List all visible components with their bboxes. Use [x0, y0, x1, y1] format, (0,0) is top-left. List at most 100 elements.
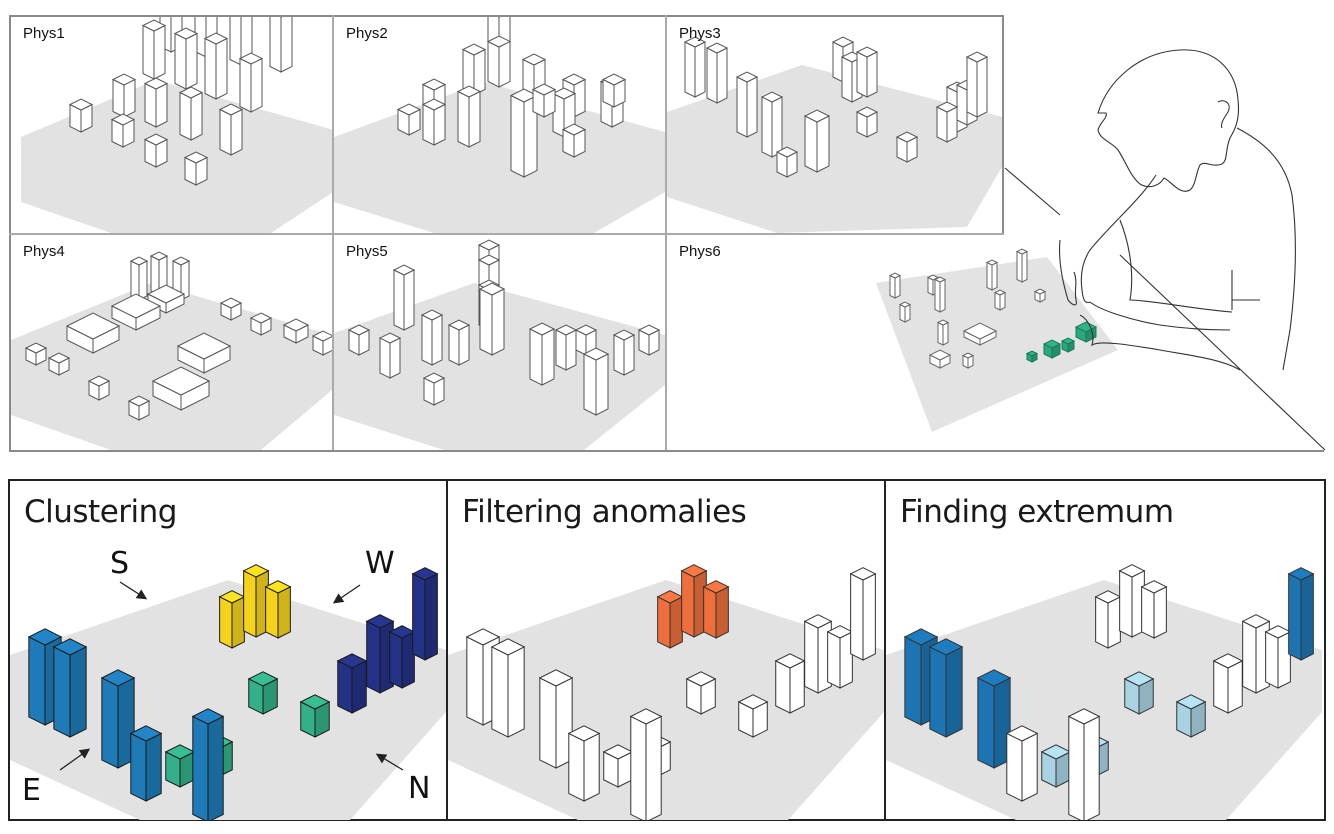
- person-ear: [1217, 100, 1230, 129]
- grid-border-top: [9, 15, 1004, 17]
- person-arm: [1119, 219, 1233, 313]
- model-bar: [178, 86, 204, 141]
- panel-extremum: Finding extremum: [886, 480, 1324, 820]
- model-bar: [111, 73, 137, 118]
- model-bar: [110, 293, 162, 331]
- yellow-bar: [264, 580, 292, 639]
- model-bar: [760, 91, 784, 158]
- model-bar: [203, 32, 229, 100]
- phys6-block: [1033, 288, 1047, 303]
- model-bar: [151, 366, 211, 411]
- person-outline: [1004, 49, 1326, 451]
- yellow-bar: [1140, 580, 1168, 639]
- green-bar: [1123, 671, 1155, 715]
- model-bar: [935, 101, 959, 143]
- navy-bar: [1264, 625, 1292, 689]
- navy-bar: [388, 625, 416, 689]
- blue-bar: [129, 725, 163, 802]
- green-bar: [164, 744, 196, 788]
- direction-label-n: N: [408, 771, 430, 806]
- yellow-bar: [702, 580, 730, 639]
- green-bar: [299, 694, 331, 738]
- model-bar: [855, 106, 879, 138]
- phys4-scene: [11, 251, 332, 450]
- model-bar: [176, 332, 232, 374]
- phys6-green-block: [1074, 321, 1098, 343]
- model-bar: [24, 342, 48, 366]
- model-bar: [127, 395, 151, 421]
- green-bar: [685, 671, 717, 715]
- blue-bar: [538, 669, 574, 769]
- green-bar: [247, 671, 279, 715]
- model-bar: [683, 36, 707, 98]
- person-forearm: [1089, 301, 1231, 331]
- model-bar: [456, 85, 482, 148]
- person-sleeve: [1231, 270, 1260, 310]
- person-back: [1236, 127, 1296, 371]
- blue-bar: [100, 669, 136, 769]
- model-bar: [422, 372, 446, 406]
- model-bar: [637, 324, 661, 356]
- task-panels: [8, 479, 1326, 821]
- model-bar: [561, 123, 587, 158]
- model-bar: [421, 98, 447, 146]
- navy-bar: [826, 625, 854, 689]
- yellow-bar: [680, 564, 708, 638]
- panel-phys2: Phys2: [334, 17, 665, 233]
- table-edge: [1004, 167, 1326, 451]
- arrow-e: [59, 748, 91, 771]
- panel-label: Phys3: [679, 25, 721, 42]
- panel-label: Phys4: [23, 243, 65, 260]
- model-bar: [311, 330, 332, 356]
- model-bar: [420, 309, 444, 366]
- model-bar: [396, 103, 422, 136]
- model-bar: [735, 71, 759, 138]
- direction-label-e: E: [22, 773, 41, 808]
- blue-bar: [976, 669, 1012, 769]
- floor-plane: [334, 283, 665, 450]
- model-bar: [895, 131, 919, 163]
- panel-filtering: Filtering anomalies: [448, 480, 884, 820]
- green-bar: [1175, 694, 1207, 738]
- arrow-s: [119, 581, 148, 600]
- model-bar: [582, 347, 610, 416]
- extremum-scene: [886, 564, 1322, 820]
- model-bar: [143, 133, 169, 168]
- navy-bar: [411, 567, 439, 661]
- person-hand-right: [1079, 314, 1241, 371]
- model-bar: [183, 151, 209, 186]
- model-bar: [531, 83, 557, 118]
- model-bar: [392, 264, 416, 331]
- phys-grid: Phys1 Phys2 Phys3 Phys4 Phys5 Phys6: [9, 15, 1324, 452]
- grid-border-right-top: [1002, 15, 1004, 235]
- task-divider-2: [884, 479, 886, 821]
- model-bar: [803, 109, 831, 173]
- filtering-scene: [448, 564, 884, 820]
- model-bar: [87, 375, 111, 401]
- model-bar: [282, 318, 310, 344]
- navy-bar: [1287, 567, 1315, 661]
- model-bar: [509, 88, 539, 178]
- model-bar: [528, 322, 556, 386]
- blue-bar: [1005, 725, 1039, 802]
- model-bar: [554, 324, 578, 371]
- panel-title: Clustering: [24, 494, 177, 530]
- green-bar: [602, 744, 634, 788]
- front-bar: [629, 708, 663, 820]
- panel-phys1: Phys1: [11, 17, 332, 233]
- green-bar: [737, 694, 769, 738]
- panel-title: Filtering anomalies: [462, 494, 747, 530]
- model-bar: [249, 312, 273, 336]
- yellow-bar: [218, 590, 246, 649]
- grid-divider-v2: [665, 15, 667, 452]
- grid-divider-v1: [332, 15, 334, 452]
- model-bar: [486, 35, 512, 88]
- model-bar: [705, 42, 729, 104]
- navy-bar: [849, 567, 877, 661]
- model-bar: [347, 324, 371, 356]
- person-hand-left: [1058, 239, 1077, 306]
- front-bar: [1067, 708, 1101, 820]
- grid-border-bottom: [9, 450, 1324, 452]
